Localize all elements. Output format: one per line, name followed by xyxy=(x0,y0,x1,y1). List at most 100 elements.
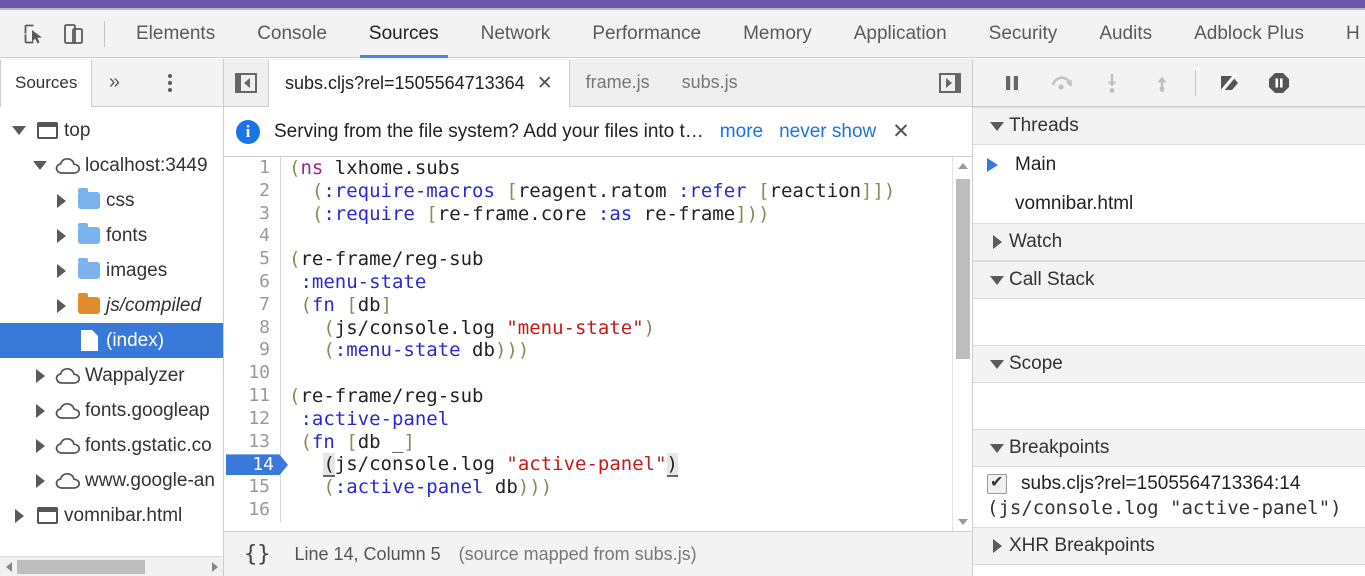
line-number-gutter[interactable]: 4 xyxy=(224,225,280,249)
step-over-icon[interactable] xyxy=(1037,61,1087,105)
code-line-text[interactable]: :active-panel xyxy=(281,408,449,431)
show-debugger-icon[interactable] xyxy=(928,59,972,107)
line-number-gutter[interactable]: 3 xyxy=(224,202,280,226)
code-line[interactable]: 6 :menu-state xyxy=(224,270,972,294)
tab-application[interactable]: Application xyxy=(833,10,968,58)
tree-item-vomnibar-html[interactable]: vomnibar.html xyxy=(0,498,223,533)
close-icon[interactable]: ✕ xyxy=(536,72,553,94)
pretty-print-icon[interactable]: {} xyxy=(244,541,271,567)
chevron-right-icon[interactable] xyxy=(48,298,74,313)
code-line[interactable]: 13 (fn [db _] xyxy=(224,430,972,454)
line-number-gutter[interactable]: 15 xyxy=(224,476,280,499)
tree-item-www-google-an[interactable]: www.google-an xyxy=(0,463,223,498)
chevron-right-icon[interactable] xyxy=(27,473,53,488)
tab-performance[interactable]: Performance xyxy=(571,10,722,58)
scroll-up-arrow-icon[interactable] xyxy=(953,157,972,175)
tree-item-images[interactable]: images xyxy=(0,253,223,288)
chevron-right-icon[interactable] xyxy=(6,508,32,523)
tree-item-fonts[interactable]: fonts xyxy=(0,218,223,253)
line-number-gutter[interactable]: 1 xyxy=(224,157,280,180)
line-number-gutter[interactable]: 11 xyxy=(224,384,280,408)
pause-icon[interactable] xyxy=(987,61,1037,105)
code-line-text[interactable]: :menu-state xyxy=(281,271,426,294)
code-line-text[interactable]: (fn [db _] xyxy=(281,431,414,454)
code-line-text[interactable]: (:menu-state db))) xyxy=(281,339,529,362)
code-line[interactable]: 9 (:menu-state db))) xyxy=(224,339,972,363)
code-line[interactable]: 11(re-frame/reg-sub xyxy=(224,384,972,408)
code-line[interactable]: 10 xyxy=(224,362,972,385)
tree-item-fonts-gstatic-co[interactable]: fonts.gstatic.co xyxy=(0,428,223,463)
code-line-text[interactable]: (js/console.log "menu-state") xyxy=(281,317,655,340)
line-number-gutter[interactable]: 7 xyxy=(224,293,280,317)
line-number-gutter[interactable]: 10 xyxy=(224,362,280,385)
code-line[interactable]: 5(re-frame/reg-sub xyxy=(224,248,972,271)
file-tab-subs-js[interactable]: subs.js xyxy=(666,59,754,106)
inspect-cursor-icon[interactable] xyxy=(14,15,54,53)
tree-item-js-compiled[interactable]: js/compiled xyxy=(0,288,223,323)
section-xhr-breakpoints[interactable]: XHR Breakpoints xyxy=(973,527,1365,565)
chevron-double-right-icon[interactable]: » xyxy=(92,59,136,106)
section-threads[interactable]: Threads xyxy=(973,107,1365,145)
scroll-right-arrow-icon[interactable] xyxy=(206,557,223,576)
scroll-track[interactable] xyxy=(17,557,206,576)
scroll-left-arrow-icon[interactable] xyxy=(0,557,17,576)
tree-item-index[interactable]: (index) xyxy=(0,323,223,358)
tab-elements[interactable]: Elements xyxy=(115,10,236,58)
tab-memory[interactable]: Memory xyxy=(722,10,833,58)
line-number-gutter[interactable]: 8 xyxy=(224,316,280,340)
pause-on-exceptions-icon[interactable] xyxy=(1254,61,1304,105)
section-breakpoints[interactable]: Breakpoints xyxy=(973,429,1365,467)
tab-network[interactable]: Network xyxy=(460,10,572,58)
code-line[interactable]: 3 (:require [re-frame.core :as re-frame]… xyxy=(224,202,972,226)
code-line-text[interactable]: (js/console.log "active-panel") xyxy=(281,453,678,478)
breakpoint-marker[interactable]: 14 xyxy=(226,454,288,476)
navigator-horizontal-scrollbar[interactable] xyxy=(0,556,223,576)
breakpoint-checkbox[interactable] xyxy=(987,472,1007,494)
step-into-icon[interactable] xyxy=(1087,61,1137,105)
tab-adblock-plus[interactable]: Adblock Plus xyxy=(1173,10,1325,58)
section-watch[interactable]: Watch xyxy=(973,223,1365,261)
line-number-gutter[interactable]: 9 xyxy=(224,339,280,363)
code-line[interactable]: 7 (fn [db] xyxy=(224,293,972,317)
tree-item-top[interactable]: top xyxy=(0,113,223,148)
more-options-icon[interactable] xyxy=(150,59,190,106)
breakpoint-item[interactable]: subs.cljs?rel=1505564713364:14 (js/conso… xyxy=(973,467,1365,527)
tab-security[interactable]: Security xyxy=(968,10,1079,58)
line-number-gutter[interactable]: 5 xyxy=(224,248,280,271)
tab-overflow[interactable]: H xyxy=(1325,10,1360,58)
code-line[interactable]: 12 :active-panel xyxy=(224,407,972,431)
tab-console[interactable]: Console xyxy=(236,10,348,58)
editor-vertical-scrollbar[interactable] xyxy=(952,157,972,531)
infobar-never-show-link[interactable]: never show xyxy=(779,120,877,142)
scroll-down-arrow-icon[interactable] xyxy=(953,513,972,531)
line-number-gutter[interactable]: 2 xyxy=(224,179,280,203)
tab-audits[interactable]: Audits xyxy=(1078,10,1173,58)
chevron-down-icon[interactable] xyxy=(6,126,32,135)
device-toolbar-icon[interactable] xyxy=(54,15,94,53)
section-scope[interactable]: Scope xyxy=(973,345,1365,383)
code-line-text[interactable]: (fn [db] xyxy=(281,294,392,317)
code-line[interactable]: 15 (:active-panel db))) xyxy=(224,476,972,499)
step-out-icon[interactable] xyxy=(1137,61,1187,105)
breakpoint-slash-icon[interactable] xyxy=(1204,61,1254,105)
close-icon[interactable]: ✕ xyxy=(892,120,910,143)
code-line-text[interactable]: (ns lxhome.subs xyxy=(281,157,461,180)
file-tab-subs-cljs[interactable]: subs.cljs?rel=1505564713364 ✕ xyxy=(268,59,570,107)
code-line[interactable]: 16 xyxy=(224,498,972,522)
code-line-text[interactable]: (:active-panel db))) xyxy=(281,476,552,499)
show-navigator-icon[interactable] xyxy=(224,59,268,107)
line-number-gutter[interactable]: 16 xyxy=(224,498,280,522)
line-number-gutter[interactable]: 6 xyxy=(224,270,280,294)
chevron-right-icon[interactable] xyxy=(48,193,74,208)
code-line[interactable]: 8 (js/console.log "menu-state") xyxy=(224,316,972,340)
chevron-down-icon[interactable] xyxy=(27,161,53,170)
tree-item-wappalyzer[interactable]: Wappalyzer xyxy=(0,358,223,393)
code-line[interactable]: 2 (:require-macros [reagent.ratom :refer… xyxy=(224,179,972,203)
chevron-right-icon[interactable] xyxy=(27,368,53,383)
thread-item-vomnibar[interactable]: vomnibar.html xyxy=(973,184,1365,223)
code-line[interactable]: 4 xyxy=(224,225,972,249)
tree-item-fonts-googleap[interactable]: fonts.googleap xyxy=(0,393,223,428)
scroll-thumb[interactable] xyxy=(17,559,145,574)
line-number-gutter[interactable]: 13 xyxy=(224,430,280,454)
